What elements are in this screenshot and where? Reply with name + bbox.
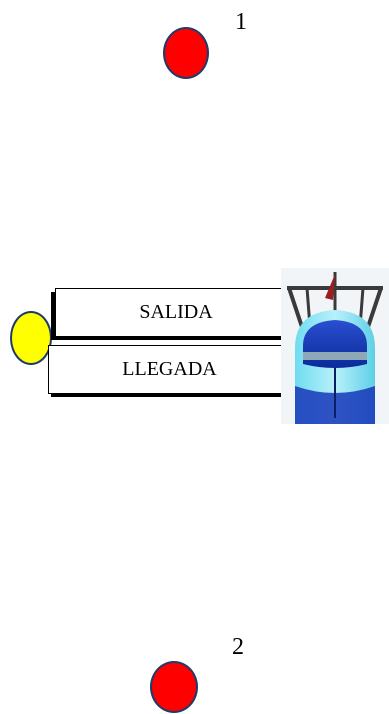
- finish-box-label: LLEGADA: [122, 358, 217, 380]
- mark-2-label: 2: [232, 634, 244, 660]
- start-box: SALIDA: [55, 288, 297, 337]
- start-buoy: [10, 311, 52, 365]
- finish-box: LLEGADA: [48, 345, 291, 394]
- mark-2-buoy: [150, 661, 198, 713]
- mark-1-buoy: [163, 27, 209, 79]
- boat-icon: [281, 268, 389, 424]
- start-box-label: SALIDA: [139, 301, 213, 323]
- mark-1-label: 1: [235, 9, 247, 35]
